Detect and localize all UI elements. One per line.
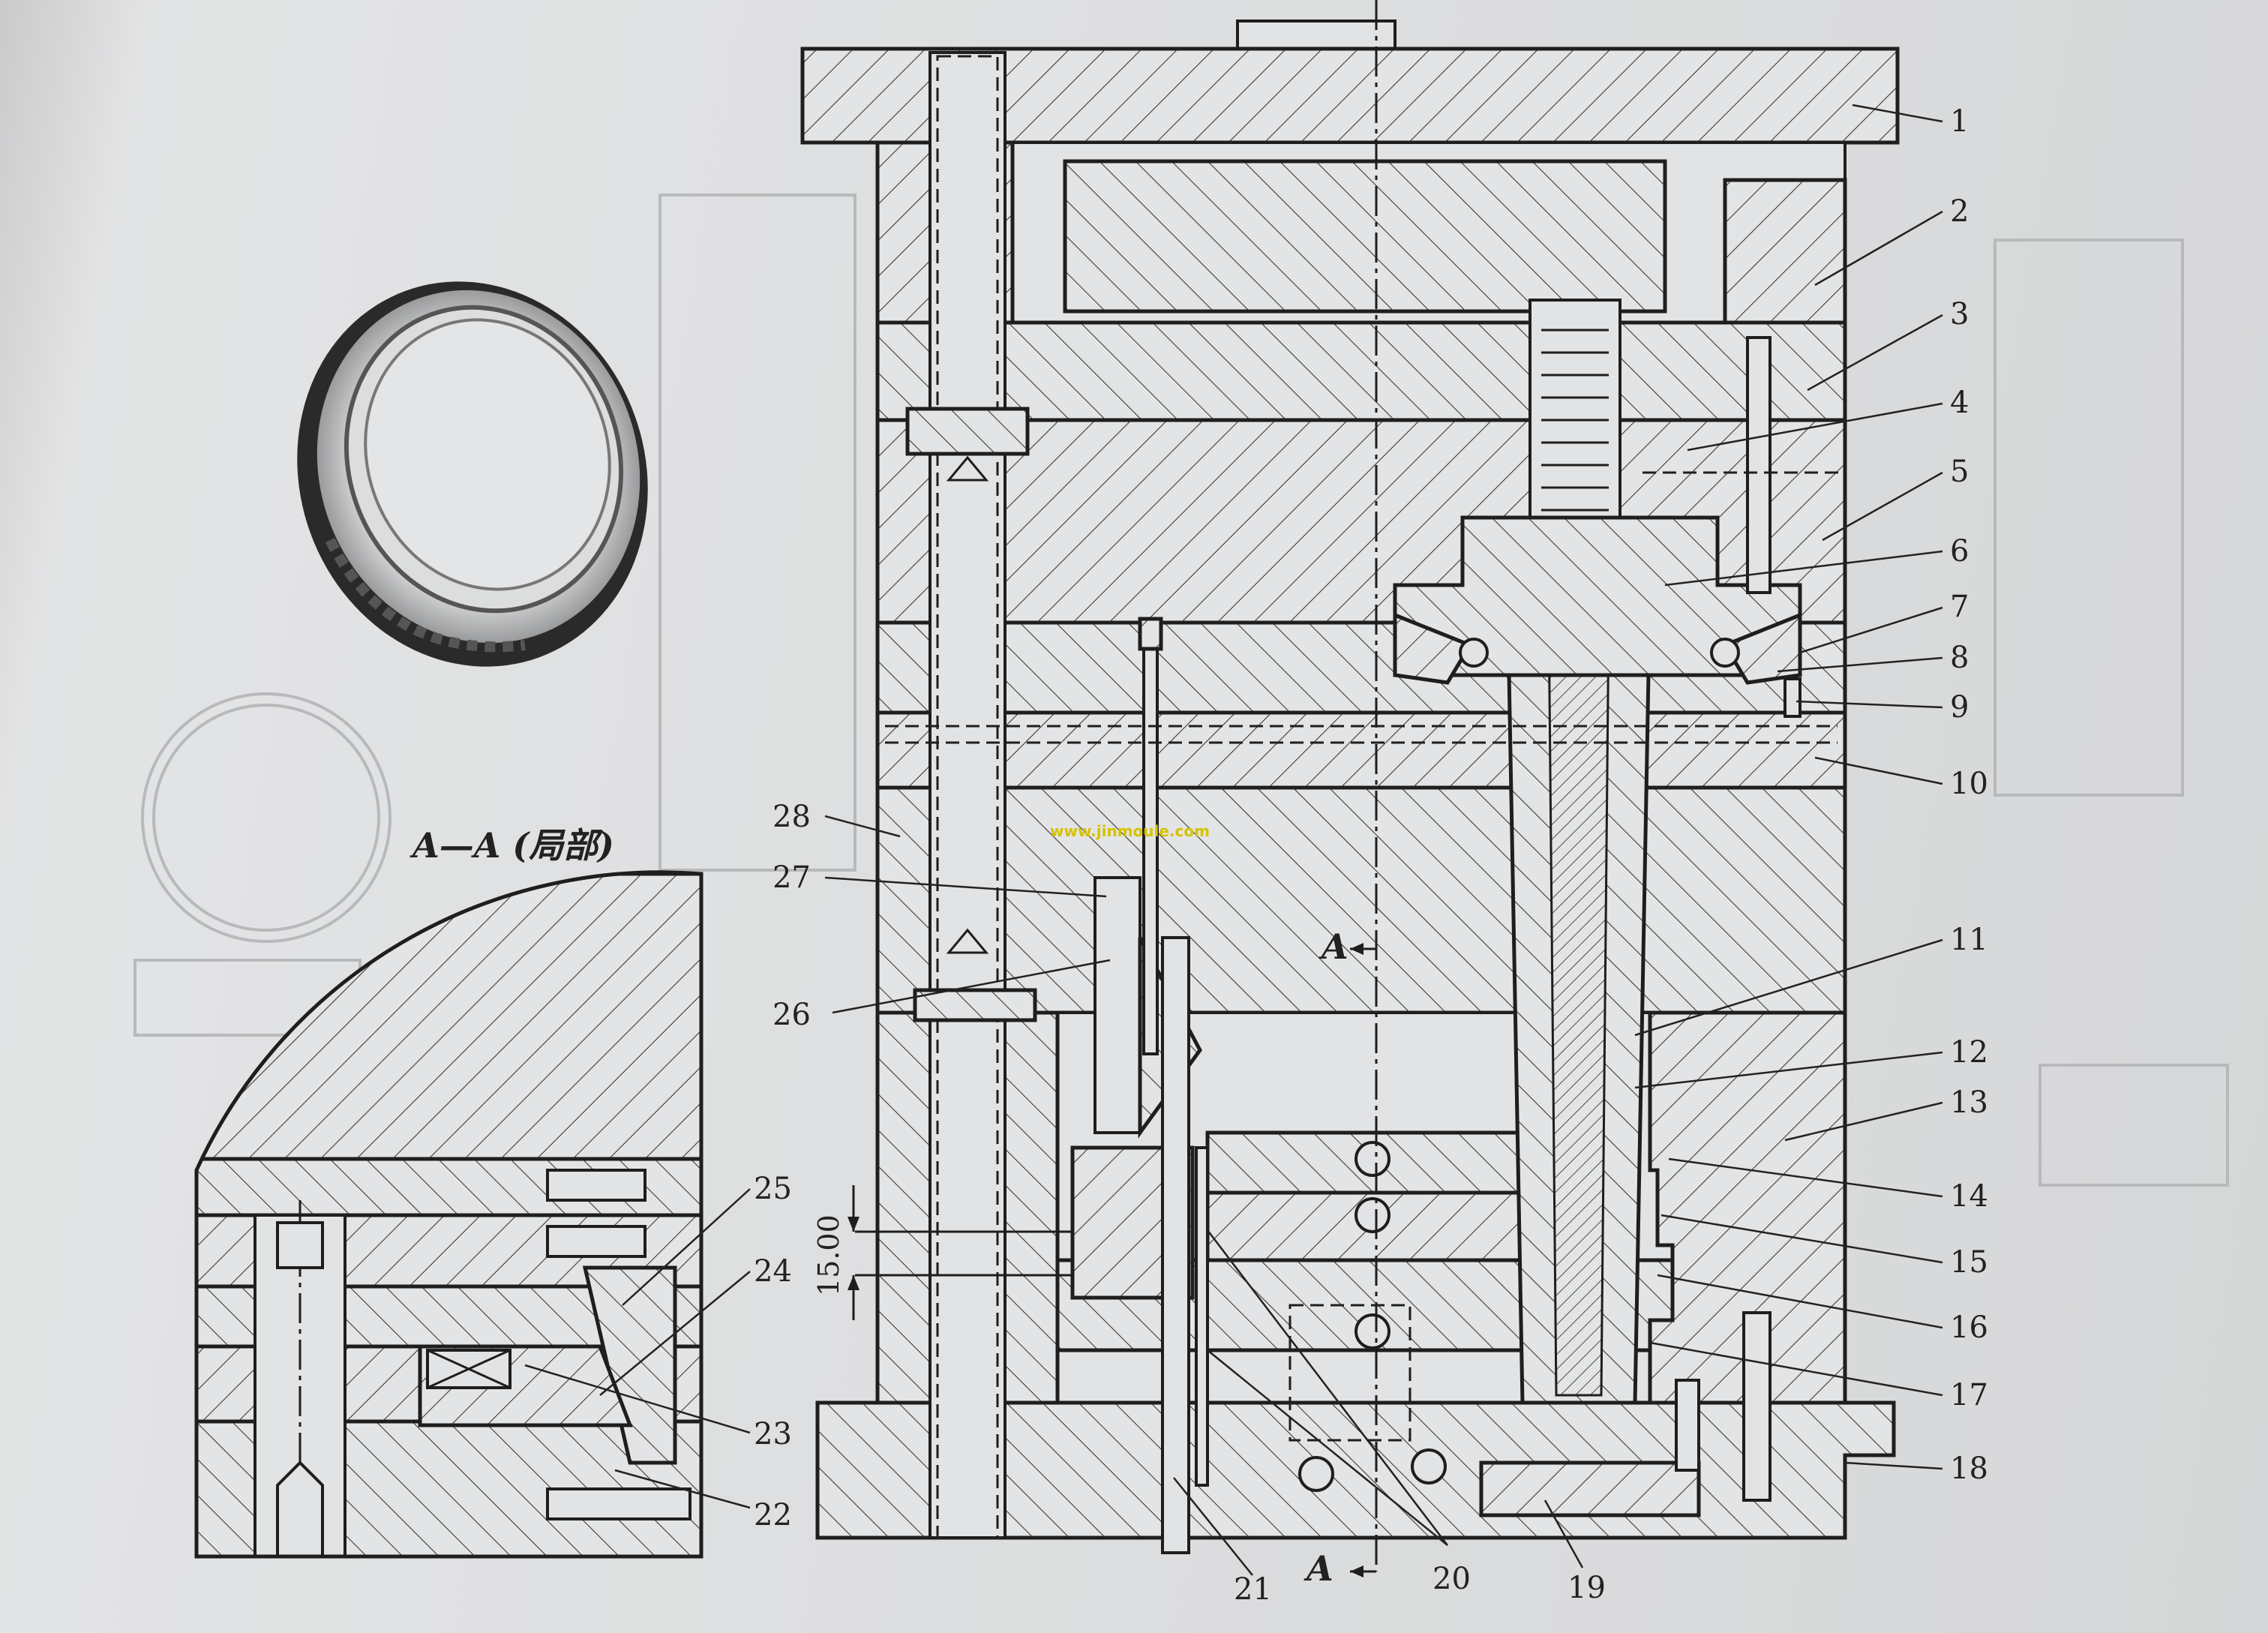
product-ring-cap-image (297, 281, 648, 667)
callout-9: 9 (1950, 690, 1969, 725)
guide-pillar (928, 51, 1006, 1539)
callout-23: 23 (754, 1417, 792, 1451)
right-screw-upper (1746, 336, 1772, 594)
a-plate-upper (875, 320, 1847, 422)
callout-5: 5 (1950, 455, 1969, 489)
callout-24: 24 (754, 1254, 792, 1289)
watermark-text: www.jinmoule.com (1050, 822, 1210, 840)
callout-25: 25 (754, 1172, 792, 1206)
callout-18: 18 (1950, 1451, 1988, 1486)
callout-6: 6 (1950, 534, 1969, 569)
show-through-background (134, 194, 2229, 1187)
return-pin (1161, 936, 1190, 1554)
sprue-spring-stack (1528, 299, 1622, 557)
right-spacer-block (1723, 178, 1847, 325)
callout-15: 15 (1950, 1245, 1988, 1280)
core-plate-upper (875, 710, 1847, 790)
callout-7: 7 (1950, 590, 1969, 624)
core-retainer-plate (875, 785, 1847, 1015)
callout-28: 28 (772, 800, 811, 834)
callout-4: 4 (1950, 386, 1969, 420)
callout-22: 22 (754, 1498, 792, 1532)
callout-8: 8 (1950, 641, 1969, 675)
right-core-support (1648, 1010, 1847, 1405)
bottom-cover-plate (1479, 1460, 1701, 1517)
callout-1: 1 (1950, 104, 1969, 139)
right-angled-slide (1722, 612, 1802, 685)
callout-2: 2 (1950, 194, 1969, 229)
callout-17: 17 (1950, 1378, 1988, 1412)
callout-26: 26 (772, 998, 811, 1032)
callout-labels: 1 2 3 4 5 6 7 8 9 10 11 12 13 14 15 16 1… (754, 104, 1988, 1607)
dimension-15: 15.00 (812, 1214, 845, 1296)
ejector-pin-20 (1195, 1146, 1209, 1487)
callout-14: 14 (1950, 1179, 1988, 1214)
left-angled-slide (1393, 612, 1473, 685)
main-section-view: A A 15.00 www.jinmoule.com (800, 0, 1900, 1589)
right-screw-lower (1742, 1311, 1772, 1502)
core-cooling-tube (1547, 614, 1610, 1397)
callout-10: 10 (1950, 767, 1988, 801)
ejector-guide-dashed (1288, 1304, 1412, 1442)
callout-11: 11 (1950, 923, 1988, 957)
sprue-bushing-top (1236, 20, 1396, 53)
callout-13: 13 (1950, 1085, 1988, 1120)
callout-27: 27 (772, 860, 811, 895)
partial-section-view: A—A (局部) (194, 825, 704, 1559)
callout-leaders (524, 104, 1943, 1576)
section-title: A—A (局部) (410, 825, 614, 866)
callout-19: 19 (1568, 1571, 1606, 1605)
callout-21: 21 (1234, 1572, 1272, 1607)
callout-16: 16 (1950, 1310, 1988, 1345)
slide-cam-block (1094, 876, 1142, 1134)
guide-bushing-lower (913, 988, 1037, 1022)
manifold-plate (1063, 159, 1667, 314)
callout-12: 12 (1950, 1035, 1988, 1070)
section-marker-top: A (1318, 926, 1348, 967)
callout-20: 20 (1432, 1562, 1471, 1596)
section-marker-bottom: A (1304, 1548, 1334, 1589)
guide-bushing-collar (905, 407, 1030, 456)
callout-3: 3 (1950, 297, 1969, 332)
